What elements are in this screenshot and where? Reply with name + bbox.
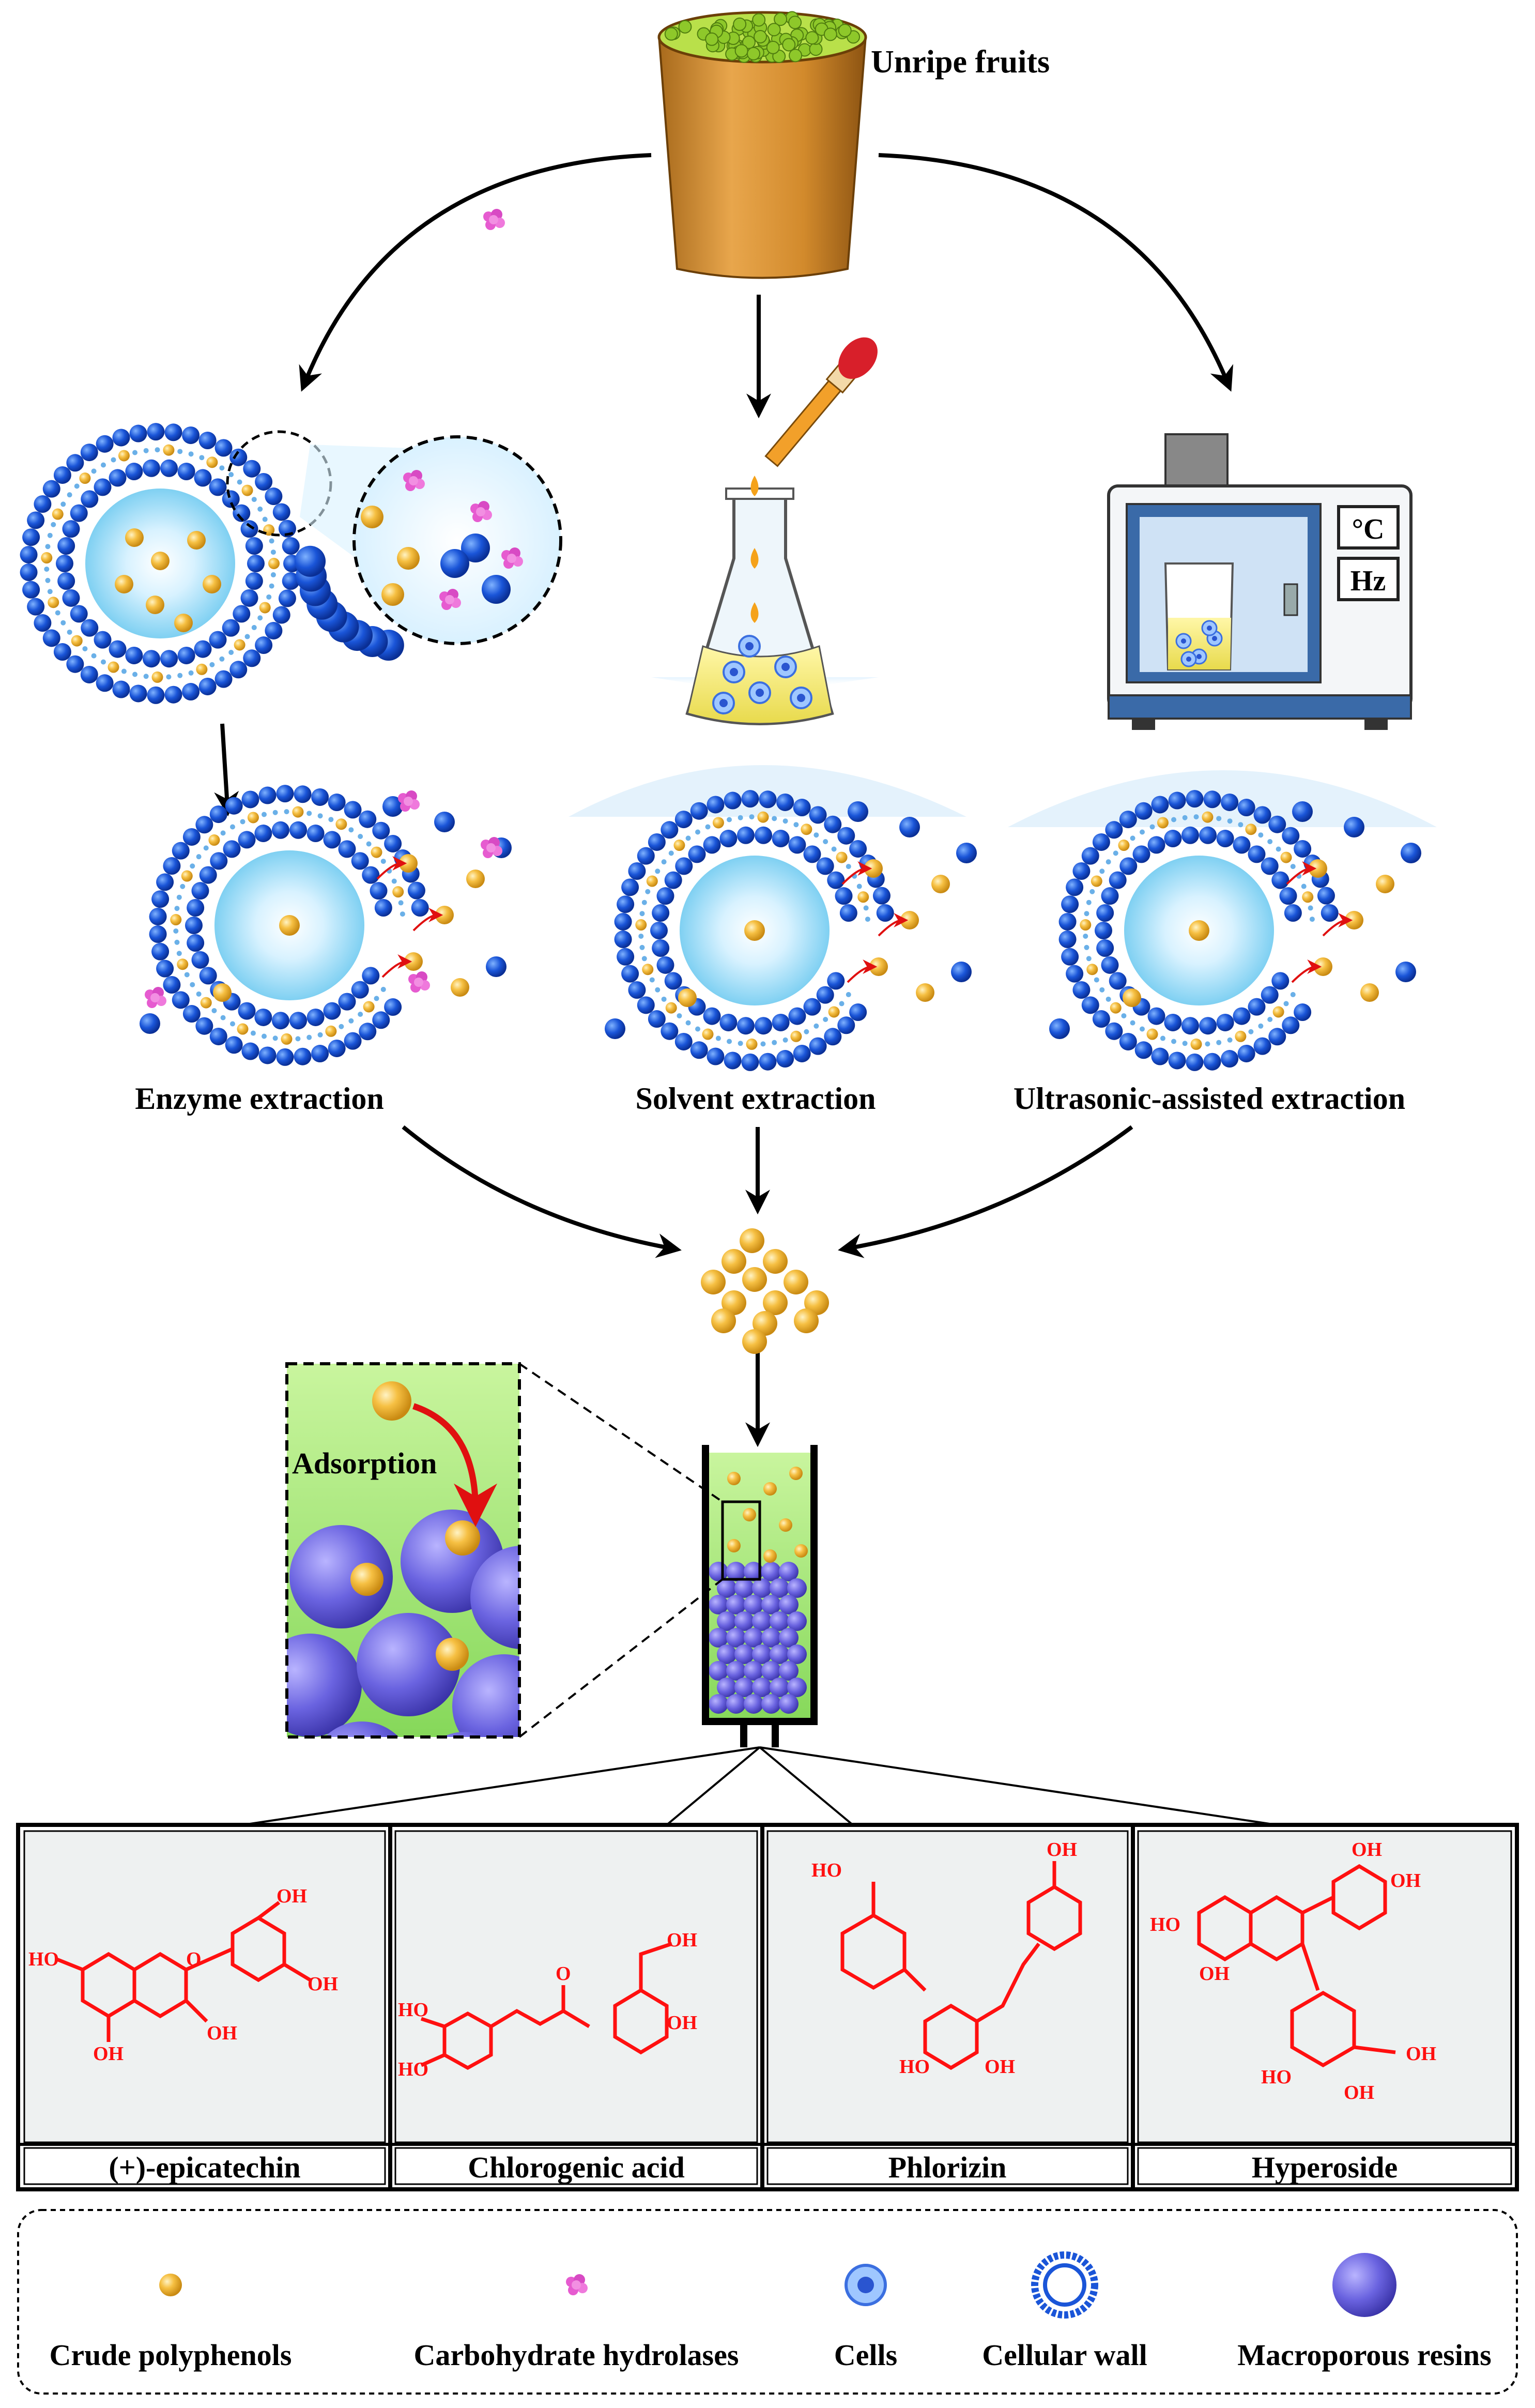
unripe-fruits-label: Unripe fruits: [871, 44, 1050, 80]
adsorption-inset: Adsorption: [258, 1364, 574, 1835]
legend: Crude polyphenols Carbohydrate hydrolase…: [18, 2210, 1517, 2394]
compound-name-3: Phlorizin: [888, 2151, 1007, 2184]
ultrasonic-device-icon: °C Hz: [1109, 434, 1411, 730]
ultrasonic-extraction-label: Ultrasonic-assisted extraction: [1014, 1081, 1405, 1116]
atom-label: OH: [1199, 1963, 1230, 1985]
atom-label: OH: [1352, 1839, 1382, 1861]
legend-label-hydrolases: Carbohydrate hydrolases: [414, 2338, 739, 2372]
atom-label: OH: [1344, 2082, 1374, 2104]
legend-label-cellular-wall: Cellular wall: [982, 2338, 1147, 2372]
atom-label: OH: [1406, 2043, 1436, 2065]
atom-label: OH: [207, 2022, 237, 2044]
atom-label: OH: [93, 2043, 124, 2065]
frequency-unit-label: Hz: [1350, 565, 1386, 597]
atom-label: HO: [28, 1948, 59, 1970]
zoom-line-bottom: [519, 1579, 723, 1737]
atom-label: O: [556, 1963, 571, 1985]
atom-label: HO: [398, 1999, 428, 2021]
atom-label: HO: [899, 2056, 930, 2078]
intact-cell-diagram: [20, 423, 301, 704]
compound-name-2: Chlorogenic acid: [468, 2151, 684, 2184]
atom-label: HO: [1150, 1914, 1180, 1935]
blue-cell-icon: [846, 2265, 885, 2305]
enzyme-extraction-label: Enzyme extraction: [135, 1081, 384, 1116]
purple-sphere-icon: [1332, 2253, 1396, 2317]
atom-label: HO: [811, 1860, 842, 1881]
atom-label: OH: [1047, 1839, 1077, 1861]
enzyme-down-arrow: [222, 724, 227, 806]
compound-name-1: (+)-epicatechin: [109, 2151, 300, 2184]
gold-sphere-icon: [159, 2274, 182, 2296]
floating-enzyme-icon: [483, 209, 505, 230]
column-to-panel-lines: [243, 1747, 1277, 1825]
compound-panels: [18, 1825, 1517, 2189]
atom-label: HO: [1261, 2066, 1292, 2088]
atom-label: OH: [277, 1885, 307, 1907]
atom-label: OH: [985, 2056, 1015, 2078]
flask-icon: [651, 330, 885, 724]
solvent-extraction-label: Solvent extraction: [636, 1081, 876, 1116]
crude-polyphenol-cluster: [701, 1228, 829, 1354]
temperature-unit-label: °C: [1352, 513, 1385, 545]
zoom-line-top: [519, 1364, 723, 1502]
atom-label: OH: [308, 1973, 338, 1995]
atom-label: OH: [1390, 1870, 1421, 1892]
legend-label-cells: Cells: [834, 2338, 897, 2372]
atom-label: OH: [667, 1929, 697, 1951]
blue-ring-icon: [1035, 2255, 1095, 2315]
legend-label-resins: Macroporous resins: [1237, 2338, 1491, 2372]
atom-label: OH: [667, 2012, 697, 2034]
adsorption-label: Adsorption: [292, 1446, 437, 1480]
resin-column: [705, 1445, 814, 1747]
pink-enzyme-icon: [566, 2274, 588, 2295]
fruit-bucket-icon: [659, 12, 866, 278]
atom-label: HO: [398, 2059, 428, 2080]
compound-name-4: Hyperoside: [1252, 2151, 1398, 2184]
legend-label-polyphenols: Crude polyphenols: [50, 2338, 292, 2372]
broken-cells-row: [140, 785, 1421, 1071]
atom-label: O: [186, 1948, 202, 1970]
